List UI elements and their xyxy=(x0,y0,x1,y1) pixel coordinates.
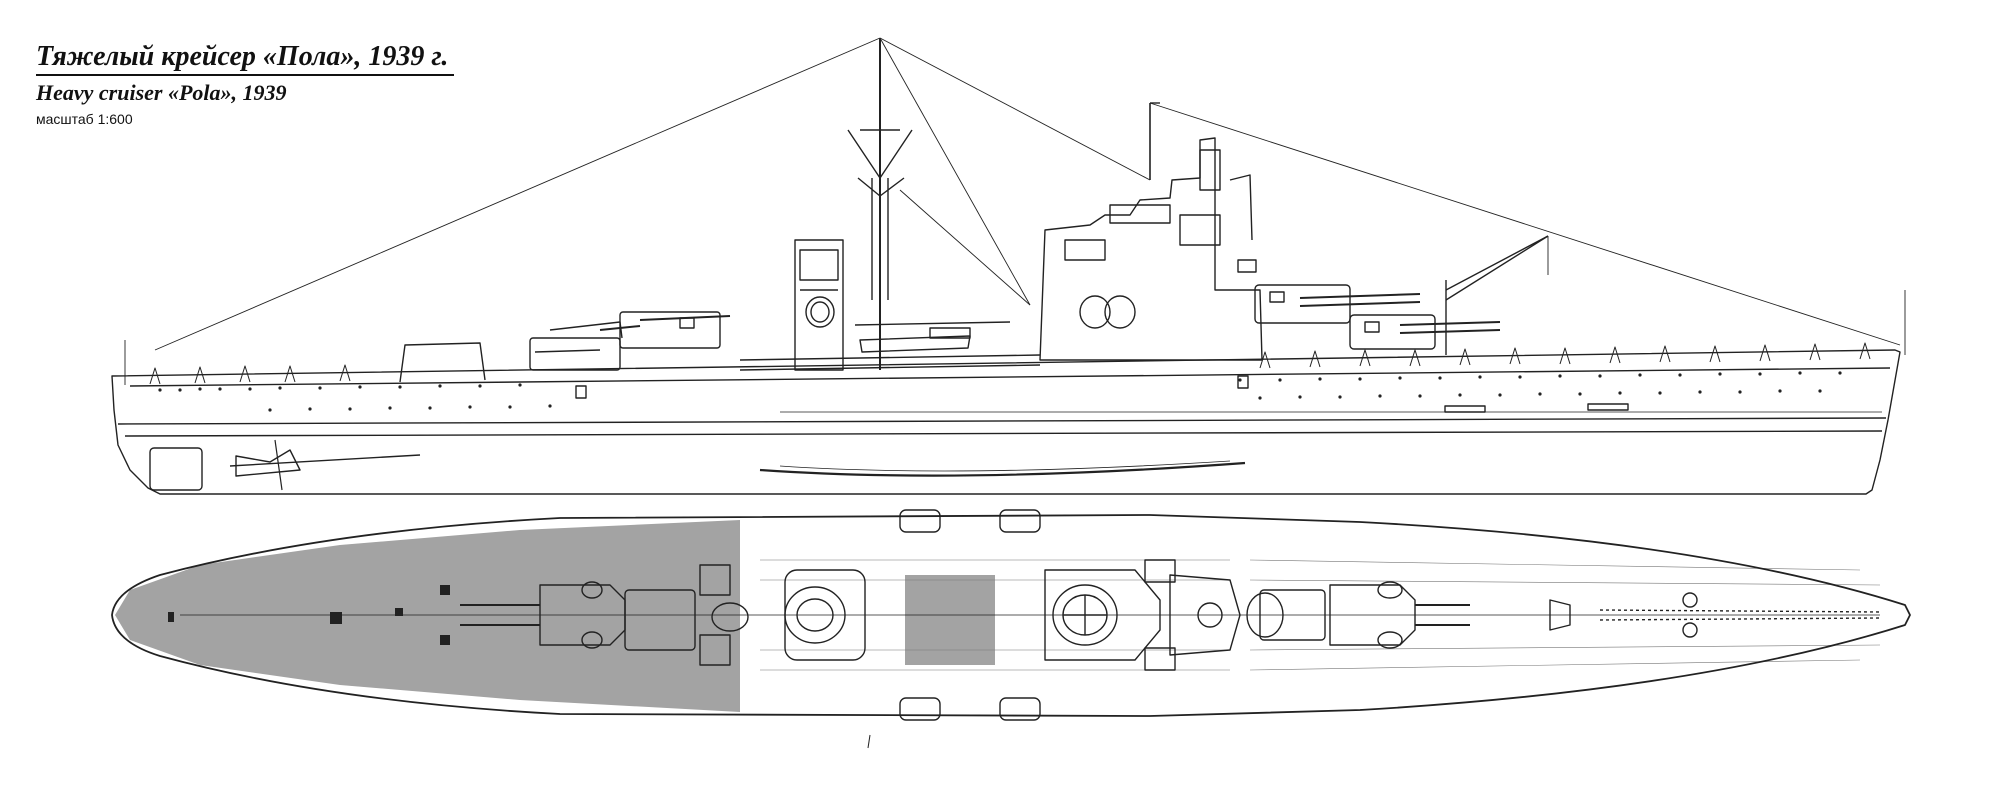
plan-hull-outline xyxy=(111,514,1911,717)
portholes xyxy=(158,371,1842,412)
plan-anchor-gear xyxy=(1549,592,1881,638)
plan-aft-funnel xyxy=(784,569,866,661)
title-english: Heavy cruiser «Pola», 1939 xyxy=(36,80,287,105)
deck-ventilators xyxy=(149,342,1871,385)
hull-outline xyxy=(111,349,1901,495)
waterline-lower xyxy=(124,430,1883,437)
scale-label: масштаб 1:600 xyxy=(36,111,133,127)
waterline-upper xyxy=(117,417,1887,425)
mid-deck-tone xyxy=(905,575,995,665)
forward-turret-lower xyxy=(1349,314,1501,350)
plan-aft-turret-y xyxy=(624,564,749,666)
armour-belt xyxy=(759,461,1246,477)
aft-deck-tone xyxy=(115,520,740,712)
deck-line xyxy=(129,367,1891,387)
crane xyxy=(1445,235,1549,355)
aft-turret-high xyxy=(619,311,731,349)
plan-bridge xyxy=(1144,559,1241,671)
forward-superstructure xyxy=(1039,102,1263,361)
aft-turret-low xyxy=(399,321,641,383)
rudder-and-propellers xyxy=(149,439,421,491)
plan-fwd-turret-a xyxy=(1329,581,1470,649)
main-mast xyxy=(847,38,913,370)
boat-deck xyxy=(739,321,1041,371)
side-profile xyxy=(111,37,1906,495)
plan-fwd-turret-b xyxy=(1246,589,1326,641)
title-block: Тяжелый крейсер «Пола», 1939 г. Heavy cr… xyxy=(36,40,455,130)
plan-sponsons xyxy=(899,509,1041,721)
forward-turret-upper xyxy=(1254,284,1421,324)
plan-aft-fittings xyxy=(168,585,450,645)
aft-funnel xyxy=(794,239,844,371)
plan-fwd-funnel xyxy=(1044,569,1161,661)
rigging-lines xyxy=(124,37,1906,385)
plan-view xyxy=(111,509,1911,721)
title-russian: Тяжелый крейсер «Пола», 1939 г. xyxy=(36,40,455,76)
